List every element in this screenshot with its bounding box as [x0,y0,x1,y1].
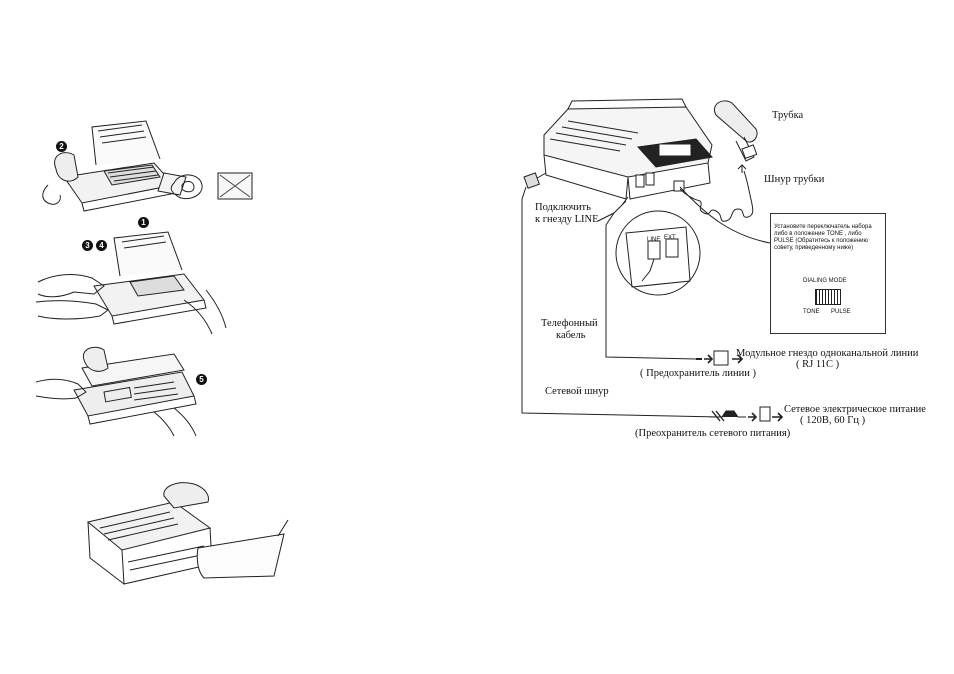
switch-note: Установите переключатель набора либо в п… [774,224,872,251]
figure-fax-open-top: 2 1 [34,115,266,228]
port-line-label: LINE [647,237,661,243]
connect-line-label-1: Подключить [535,202,591,213]
line-protector-label: ( Предохранитель линии ) [640,368,756,379]
callout-1: 1 [138,217,149,228]
callout-3: 3 [82,240,93,251]
handset-cord-label: Шнур трубки [764,174,825,185]
jack-label: Модульное гнездо одноканальной линии [736,348,919,359]
power-protector-label: (Преохранитель сетевого питания) [635,428,791,439]
power-spec-label: ( 120В, 60 Гц ) [800,415,866,426]
callout-5: 5 [196,374,207,385]
dialing-mode-label: DIALING MODE [803,278,847,284]
handset-label: Трубка [772,110,804,121]
dialing-mode-switch [815,289,841,305]
power-cord-label: Сетевой шнур [545,386,609,397]
rear-tray-drawing [78,478,296,590]
callout-4: 4 [96,240,107,251]
figure-closing-lid: 5 [34,338,234,438]
dialing-mode-box: Установите переключатель набора либо в п… [770,213,886,334]
loading-paper-drawing [34,230,234,335]
phone-cable-label-2: кабель [556,330,586,341]
figure-connection-diagram [510,95,910,445]
figure-rear-paper-tray [78,478,296,590]
fax-open-drawing [34,115,266,217]
closing-lid-drawing [34,338,234,438]
power-supply-label: Сетевое электрическое питание [784,404,926,415]
connection-drawing [510,95,910,445]
tone-label: TONE [803,309,820,315]
connect-line-label-2: к гнезду LINE [535,214,599,225]
callout-2: 2 [56,141,67,152]
port-ext-label: EXT [664,235,676,241]
jack-code-label: ( RJ 11C ) [796,359,840,370]
figure-loading-paper: 3 4 [34,230,234,335]
pulse-label: PULSE [831,309,851,315]
phone-cable-label-1: Телефонный [541,318,598,329]
